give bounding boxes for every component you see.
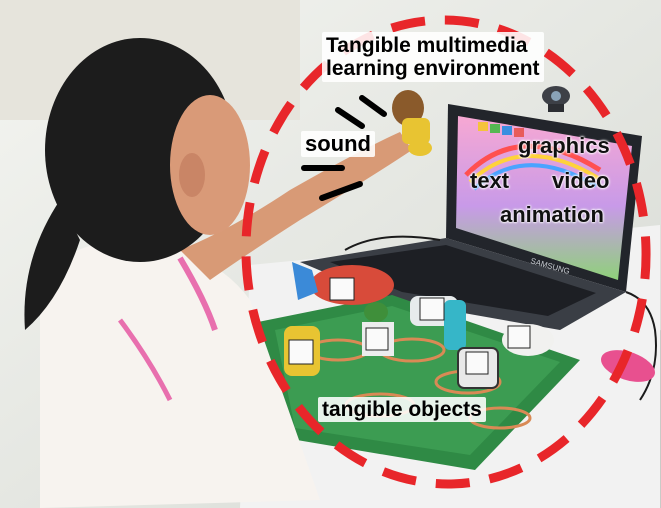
label-video: video [552,168,610,193]
screen-icon-1 [478,122,488,131]
child-arm [180,132,412,280]
child [24,38,412,508]
toy-puppet [392,90,432,156]
figure-title: Tangible multimedia learning environment [322,32,544,82]
toy-cube [362,302,394,356]
toy-shuttlecock [502,324,554,356]
child-face [170,95,250,235]
sound-lines [301,95,387,201]
screen-icon-3 [502,126,512,135]
label-graphics: graphics [518,133,610,158]
toy-fish [292,262,394,305]
laptop [300,104,642,330]
laptop-keyboard [330,245,596,316]
screen-icon-2 [490,124,500,133]
child-ponytail [24,200,80,330]
webcam [542,86,570,112]
label-tangible-objects: tangible objects [318,397,486,422]
label-text: text [470,168,510,193]
child-dress [40,240,320,508]
dashed-ellipse [241,15,651,489]
screen-rainbow-3 [472,163,598,191]
title-line-2: learning environment [326,57,540,80]
label-sound: sound [301,131,375,157]
screen-rainbow-2 [468,153,600,184]
toy-giraffe [284,326,320,376]
screen-icon-4 [514,128,524,137]
toy-hairdryer [410,296,466,350]
dress-trim [177,256,218,331]
dress-trim-2 [117,318,173,402]
child-ear [179,153,205,197]
toy-zebra [457,347,499,389]
label-animation: animation [500,202,604,227]
title-line-1: Tangible multimedia [326,34,528,57]
screen-rainbow [464,143,602,177]
cable-2 [344,235,441,251]
laptop-screen [456,116,632,280]
